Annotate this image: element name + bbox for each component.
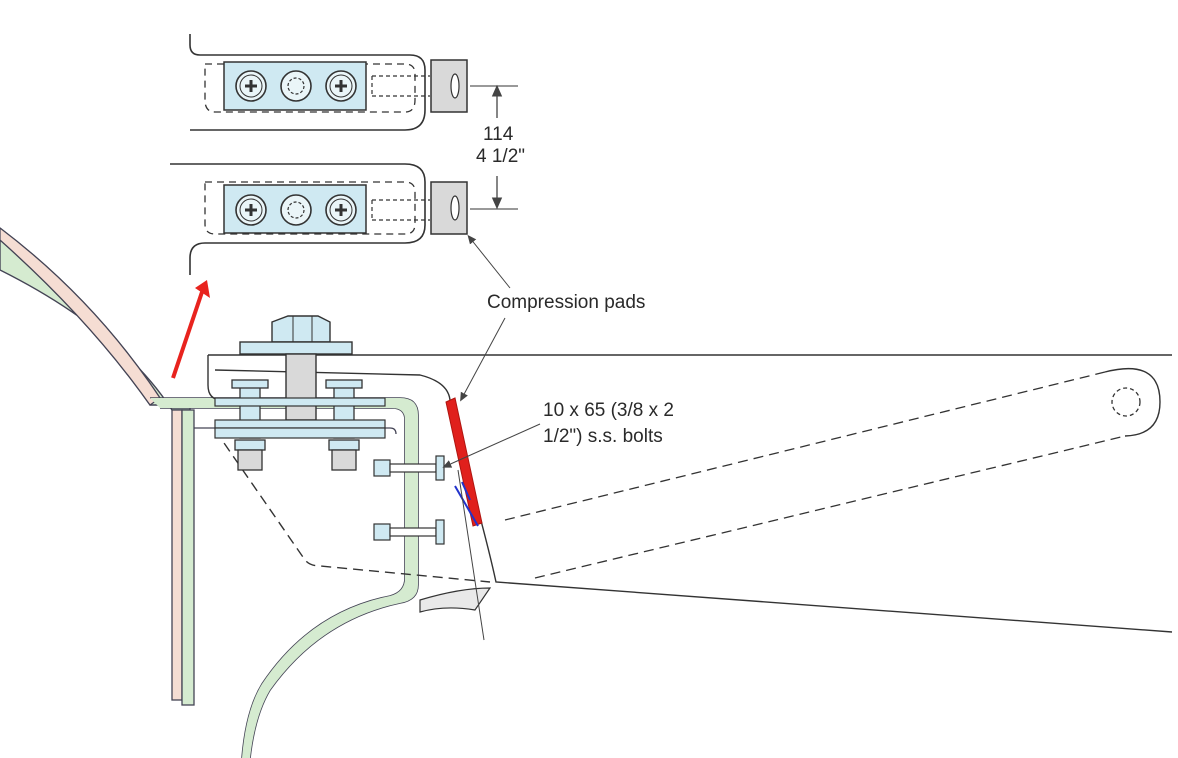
hex-bolt-icon	[239, 315, 353, 421]
deck-plate-stack	[214, 397, 386, 439]
compression-pad-lower	[430, 181, 468, 235]
screw-head-icon	[325, 70, 357, 102]
bolt-hole	[280, 70, 312, 102]
hull-side	[0, 227, 195, 706]
arrow-icon	[171, 280, 210, 379]
bolts-label-line2: 1/2") s.s. bolts	[543, 426, 663, 447]
bolt-hole	[280, 194, 312, 226]
shim-blue	[454, 481, 479, 527]
dimension-inch-label: 4 1/2"	[476, 146, 526, 167]
compression-pads-label: Compression pads	[487, 292, 646, 313]
dimension-mm-label: 114	[483, 124, 514, 145]
screw-head-icon	[235, 194, 267, 226]
lower-chainplate	[170, 163, 518, 275]
screw-head-icon	[325, 194, 357, 226]
compression-pad-upper	[430, 59, 468, 113]
screw-head-icon	[235, 70, 267, 102]
upper-chainplate	[189, 34, 518, 131]
bolts-label-line1: 10 x 65 (3/8 x 2	[543, 400, 674, 421]
leader-lines	[442, 234, 541, 641]
side-bolt-lower	[373, 519, 445, 545]
deck-flange	[150, 397, 419, 758]
side-bolt-upper	[373, 455, 445, 481]
chainplate-arm	[504, 368, 1161, 579]
